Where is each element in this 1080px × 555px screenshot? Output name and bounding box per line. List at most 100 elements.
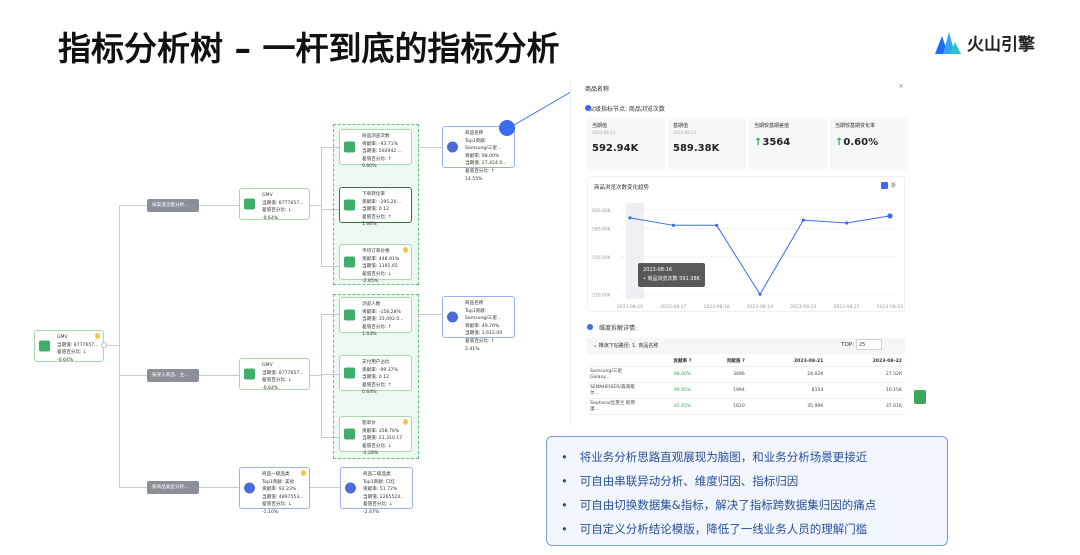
table-cell: 99.95% <box>641 382 695 399</box>
table-cell: SENNHEISER/森海塞尔... <box>587 382 641 399</box>
table-cell: 35.99K <box>747 398 827 415</box>
metric-node-page-views[interactable]: 商品浏览次数 贡献率: -93.71% 当期值: 592942.... 差值百分… <box>339 129 412 169</box>
category-product-type[interactable]: 按商品类型分析... <box>147 481 199 494</box>
dimension-node-category2[interactable]: 商品二级品类 Top1贡献: 口红 贡献率: 51.72% 当期值: 22655… <box>340 467 413 515</box>
node-line: 当期值: 35,092.0... <box>362 317 404 323</box>
top-n-input[interactable]: 25 <box>856 339 882 350</box>
node-line: 贡献率: -99.37% <box>362 367 398 373</box>
top-label: TOP: <box>841 342 854 348</box>
dimension-icon <box>244 482 255 494</box>
category-channel[interactable]: 按渠道流量分析... <box>147 199 199 212</box>
y-tick-label: 510.00K <box>592 292 612 298</box>
table-cell: 10.15K <box>826 382 905 399</box>
node-line: 贡献率: -295.20... <box>362 199 401 205</box>
close-icon[interactable]: × <box>898 82 904 90</box>
node-line: 当期值: 27,424.0... <box>465 161 507 167</box>
chart-title: 商品浏览次数变化趋势 <box>594 185 650 191</box>
tooltip-date: 2023-08-16 <box>643 267 673 273</box>
table-cell: 98.00% <box>641 366 695 383</box>
table-cell: 1994 <box>694 382 748 399</box>
drilldown-path[interactable]: ⌄ 推演下钻路径: 1. 商品名称 <box>587 338 905 354</box>
table-cell: 24.02K <box>747 366 827 383</box>
node-line: 贡献率: 358.76% <box>362 428 400 434</box>
table-row[interactable]: Samsung/三星 Galaxy... 98.00% 3496 24.02K … <box>587 366 905 383</box>
metric-node-avg-order-price[interactable]: 平均订单价格 贡献率: 448.91% 当期值: 1191.65 差值百分比: … <box>339 244 412 284</box>
metric-icon <box>344 367 355 379</box>
slide-title: 指标分析树 – 一杆到底的指标分析 <box>58 29 560 68</box>
node-line: 当期值: 21,310.17 <box>362 436 403 442</box>
data-point[interactable] <box>758 292 762 296</box>
data-point[interactable] <box>845 221 849 225</box>
node-title: GMV <box>262 363 273 368</box>
table-header[interactable]: 2023-08-22 <box>826 356 905 367</box>
node-line: 当期值: 0.12 <box>362 375 390 381</box>
path-label: 推演下钻路径: 1. 商品名称 <box>598 343 659 349</box>
category-buyer[interactable]: 按买入商品、主... <box>147 369 199 382</box>
metric-icon <box>344 309 355 321</box>
node-line: 差值百分比: ↑ 0.60% <box>362 156 392 170</box>
metric-icon <box>344 199 355 211</box>
level2-node-gmv[interactable]: GMV 当期值: 8777657... 差值百分比: ↓ -0.64% <box>239 188 310 221</box>
level2-node-gmv[interactable]: GMV 当期值: 8777657... 差值百分比: ↓ -0.64% <box>239 358 310 391</box>
data-point[interactable] <box>887 213 893 219</box>
data-point[interactable] <box>628 216 632 220</box>
node-line: 差值百分比: ↓ -0.64% <box>57 350 87 363</box>
card-value: 0.60% <box>843 137 879 148</box>
root-node-gmv[interactable]: GMV 当期值: 8777657... 差值百分比: ↓ -0.64% <box>34 330 104 363</box>
dimension-icon <box>447 141 458 153</box>
table-cell: Sephora/丝芙兰 胶原蛋... <box>587 398 641 415</box>
arrow-up-icon: ↑ <box>835 137 844 148</box>
logo-text: 火山引擎 <box>967 35 1035 55</box>
chevron-down-icon: ⌄ <box>593 343 599 349</box>
scroll-fab-button[interactable] <box>914 390 926 404</box>
panel-header: 商品名称 <box>585 86 610 93</box>
node-line: 贡献率: -158.28% <box>362 309 401 315</box>
table-row[interactable]: SENNHEISER/森海塞尔... 99.95% 1994 8154 10.1… <box>587 382 905 399</box>
node-line: 差值百分比: ↓ -1.10% <box>262 502 292 515</box>
table-cell: 1620 <box>694 398 748 415</box>
node-title: GMV <box>57 335 68 340</box>
table-header[interactable]: 贡献率 ? <box>641 356 695 367</box>
node-line: 当期值: 8777657... <box>262 200 304 206</box>
detail-panel: 商品名称 × 父级指标节点: 商品浏览次数 当期值 2023-08-22 592… <box>570 80 910 425</box>
node-line: 当期值: 1191.65 <box>362 264 398 270</box>
table-header[interactable]: 2023-08-21 <box>747 356 827 367</box>
table-row[interactable]: Sephora/丝芙兰 胶原蛋... 45.45% 1620 35.99K 37… <box>587 398 905 415</box>
data-point[interactable] <box>715 223 719 227</box>
node-title: 支付用户占比 <box>362 360 390 365</box>
x-tick-label: 2023-08-19 <box>747 304 773 310</box>
node-line: 贡献率: 98.00% <box>465 153 500 159</box>
table-cell: 3496 <box>694 366 748 383</box>
node-line: 贡献率: 92.23% <box>262 487 297 493</box>
table-header[interactable]: 贡献值 ? <box>694 356 748 367</box>
data-point[interactable] <box>671 223 675 227</box>
metric-node-conversion-rate[interactable]: 下单转化率 贡献率: -295.20... 当期值: 0.12 差值百分比: ↑… <box>339 187 412 227</box>
node-line: 当期值: 1,612.00 <box>465 331 503 337</box>
card-label: 当期较基期差值 <box>754 123 790 129</box>
dimension-icon <box>447 311 458 323</box>
node-title: 浏览人数 <box>362 302 381 307</box>
node-line: Top1贡献: Samsung/三星... <box>465 308 502 322</box>
table-cell: 37.61K <box>826 398 905 415</box>
volcano-logo-icon <box>935 31 961 54</box>
x-tick-label: 2023-08-22 <box>877 304 903 310</box>
y-tick-label: 580.00K <box>592 227 612 233</box>
node-title: 下单转化率 <box>362 192 385 197</box>
table-cell: 27.52K <box>826 366 905 383</box>
parent-metric-label: 父级指标节点: 商品浏览次数 <box>589 106 665 113</box>
arrow-up-icon: ↑ <box>754 137 763 148</box>
dimension-node-product-name[interactable]: 商品名称 Top1贡献: Samsung/三星... 贡献率: 49.70% 当… <box>442 296 515 352</box>
data-point[interactable] <box>801 218 805 222</box>
chart-toggle-checkbox[interactable] <box>881 182 888 189</box>
level2-node-category1[interactable]: 商品一级品类 Top1贡献: 美妆 贡献率: 92.23% 当期值: 48975… <box>239 467 310 515</box>
metric-icon <box>344 256 355 268</box>
metric-node-paying-ratio[interactable]: 支付用户占比 贡献率: -99.37% 当期值: 0.12 差值百分比: ↑ 0… <box>339 355 412 395</box>
node-line: 差值百分比: ↑ 14.55% <box>465 168 495 182</box>
callout-item: 可自由串联异动分析、维度归因、指标归因 <box>561 469 933 493</box>
collapse-knob[interactable] <box>101 342 107 348</box>
node-line: 当期值: 0.12 <box>362 207 390 213</box>
metric-node-unit-price[interactable]: 客单价 贡献率: 358.76% 当期值: 21,310.17 差值百分比: ↓… <box>339 416 412 456</box>
metric-node-visitors[interactable]: 浏览人数 贡献率: -158.28% 当期值: 35,092.0... 差值百分… <box>339 297 412 337</box>
bullet-dot <box>587 324 593 330</box>
